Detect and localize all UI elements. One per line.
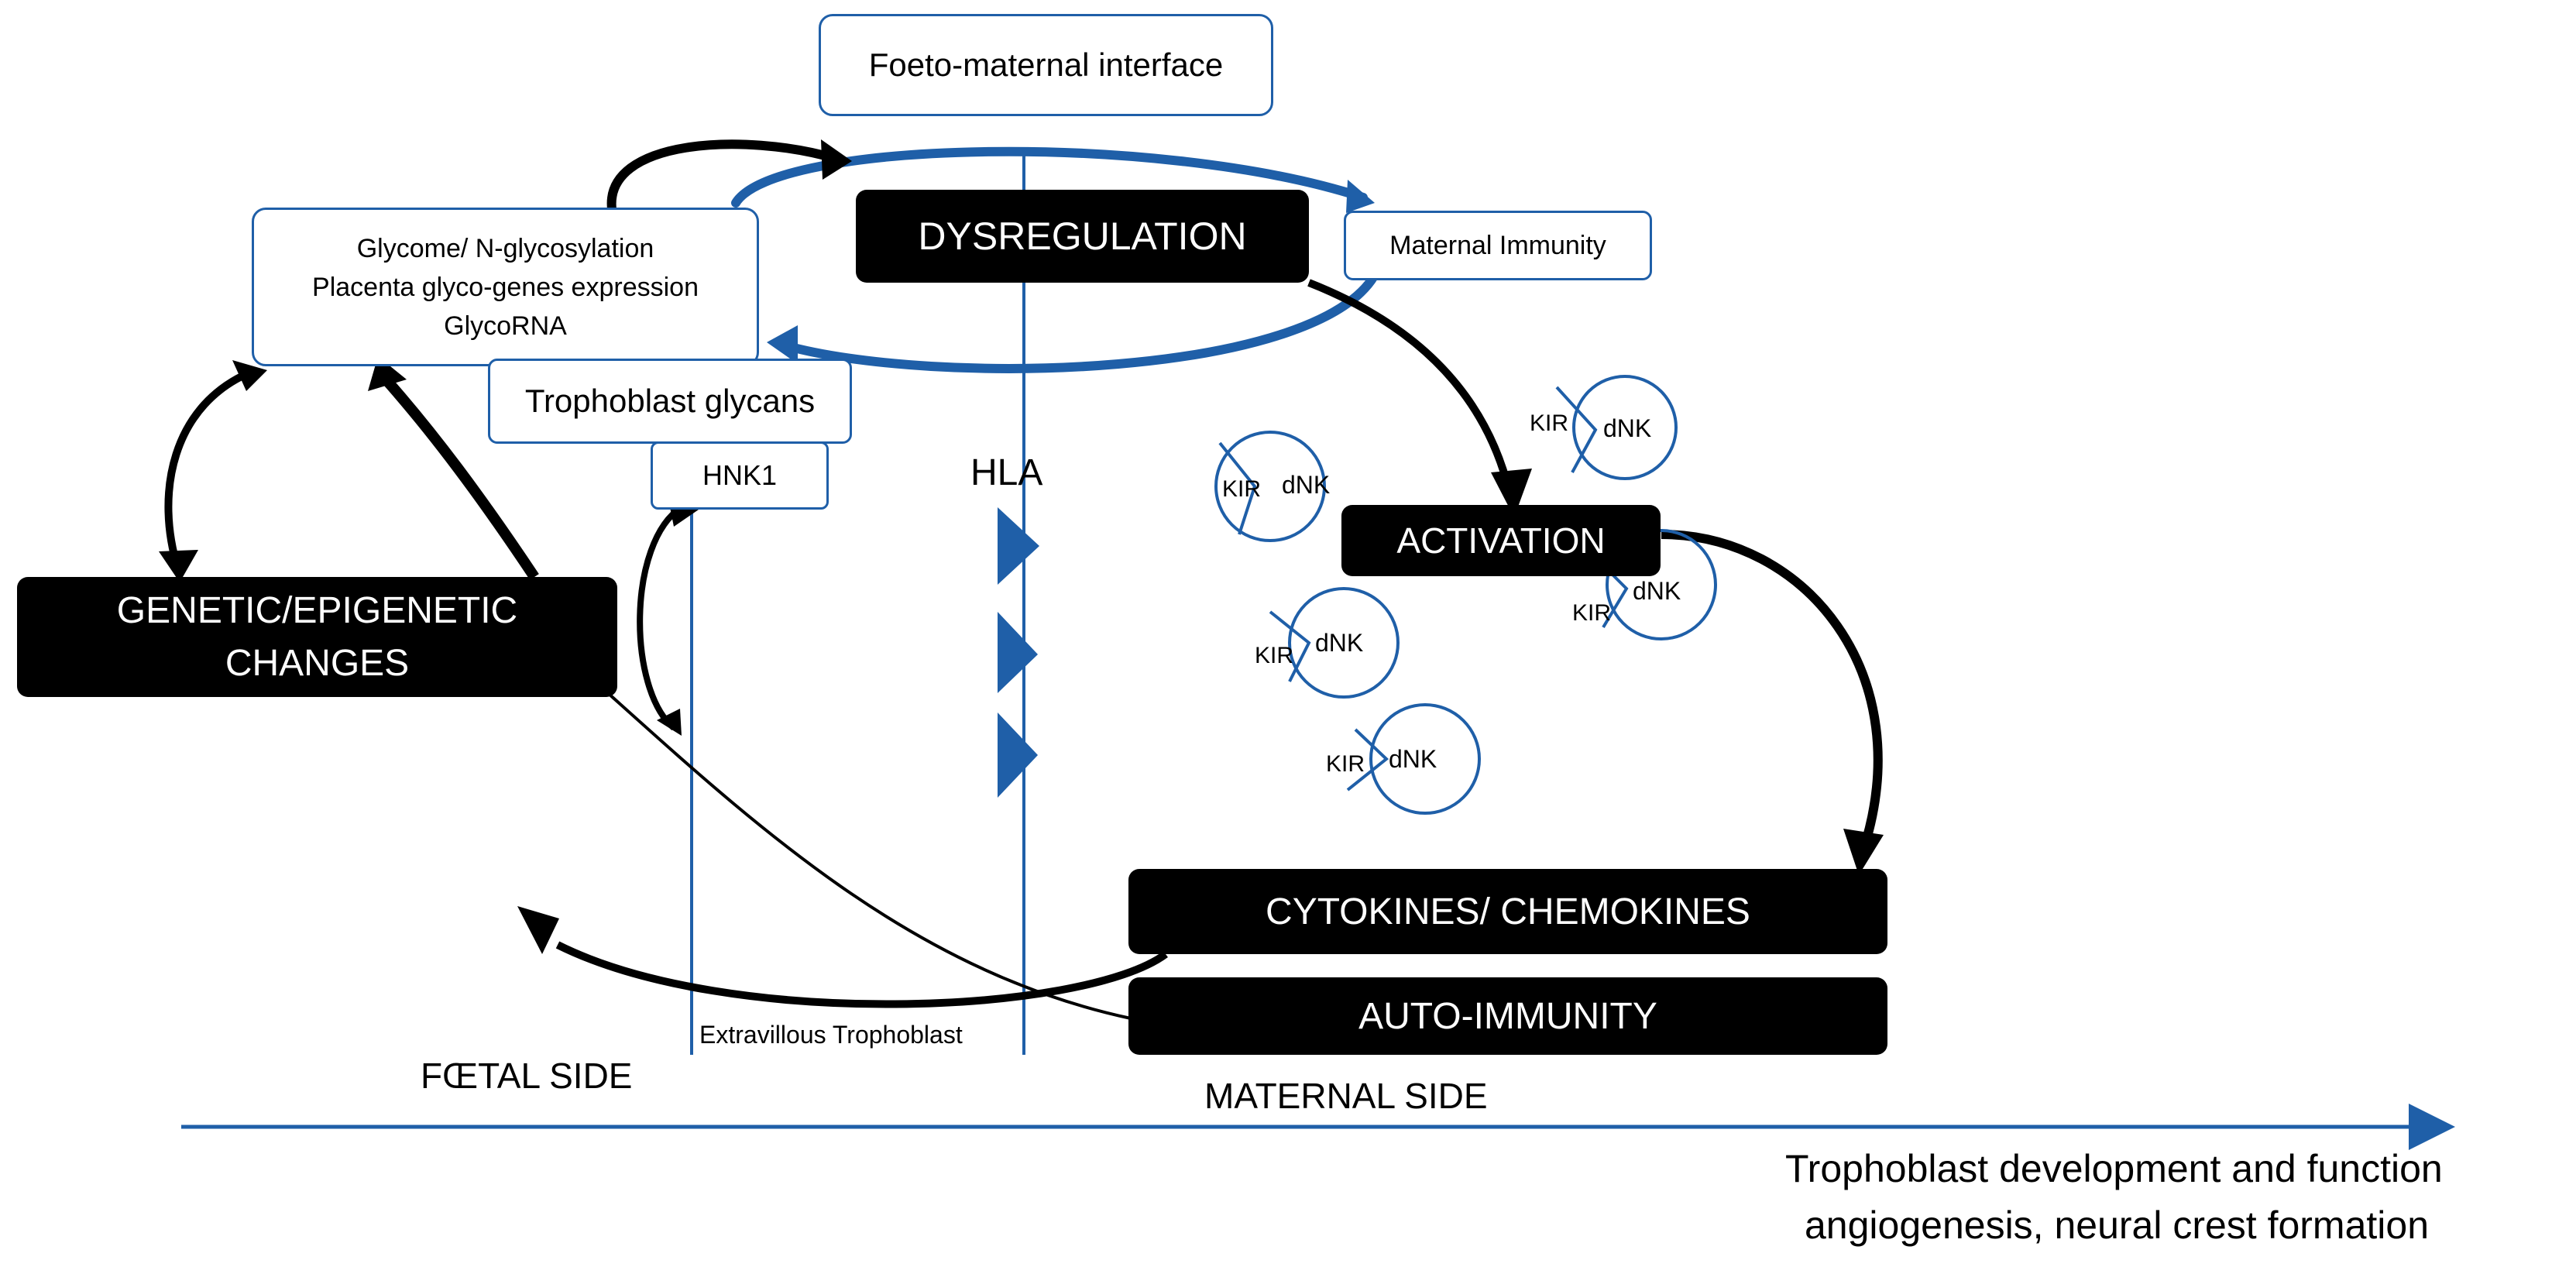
cycle-arrowhead-bottom bbox=[767, 325, 798, 364]
glycome-line-3: GlycoRNA bbox=[444, 311, 567, 341]
foeto-maternal-interface-label: Foeto-maternal interface bbox=[868, 46, 1224, 83]
dysregulation-to-activation-arrow bbox=[1307, 279, 1514, 497]
genetic-line-1: GENETIC/EPIGENETIC bbox=[116, 589, 518, 631]
foetal-side-label: FŒTAL SIDE bbox=[421, 1056, 633, 1096]
cytokines-to-foetal-arrowhead bbox=[517, 906, 559, 954]
maternal-immunity-label: Maternal Immunity bbox=[1389, 230, 1606, 260]
glyco-genetic-arrowhead-up bbox=[232, 360, 267, 391]
maternal-immunity-box: Maternal Immunity bbox=[1344, 211, 1652, 280]
activation-label: ACTIVATION bbox=[1396, 520, 1606, 561]
activation-to-cytokines-arrow bbox=[1661, 530, 1883, 853]
glyco-genetic-arrowhead-down bbox=[159, 550, 198, 582]
hla-triangle-2 bbox=[998, 612, 1038, 693]
glycome-box: Glycome/ N-glycosylation Placenta glyco-… bbox=[252, 208, 759, 366]
footer-line-2: angiogenesis, neural crest formation bbox=[1805, 1203, 2430, 1247]
dnk-label-3: dNK bbox=[1633, 577, 1681, 605]
activation-to-cytokines-arrowhead bbox=[1843, 829, 1884, 875]
kir-label-5: KIR bbox=[1326, 751, 1365, 777]
hnk1-box: HNK1 bbox=[651, 441, 829, 510]
hnk1-double-arrow bbox=[637, 504, 684, 731]
dnk-label-4: dNK bbox=[1315, 629, 1364, 657]
genetic-epigenetic-box: GENETIC/EPIGENETIC CHANGES bbox=[17, 577, 617, 697]
trophoblast-glycans-box: Trophoblast glycans bbox=[488, 359, 852, 444]
glycome-line-2: Placenta glyco-genes expression bbox=[312, 272, 699, 302]
dnk-label-5: dNK bbox=[1389, 745, 1437, 773]
hnk1-label: HNK1 bbox=[702, 459, 778, 491]
cytokines-chemokines-box: CYTOKINES/ CHEMOKINES bbox=[1128, 869, 1887, 954]
glyco-to-interface-arrow bbox=[606, 139, 838, 210]
dysregulation-to-activation-arrowhead bbox=[1491, 469, 1532, 517]
genetic-to-autoimmunity-line bbox=[606, 692, 1132, 1020]
glyco-to-interface-arrowhead bbox=[821, 139, 852, 180]
dnk-label-2: dNK bbox=[1282, 471, 1331, 499]
cycle-arrow-top bbox=[731, 146, 1368, 208]
maternal-side-label: MATERNAL SIDE bbox=[1204, 1076, 1488, 1116]
cytokines-label: CYTOKINES/ CHEMOKINES bbox=[1266, 891, 1750, 932]
hla-triangle-1 bbox=[998, 507, 1039, 585]
dnk-label-1: dNK bbox=[1603, 414, 1652, 442]
glyco-genetic-double-arrow bbox=[164, 366, 257, 571]
kir-label-2: KIR bbox=[1222, 476, 1262, 502]
kir-label-3: KIR bbox=[1572, 600, 1612, 626]
glycome-line-1: Glycome/ N-glycosylation bbox=[356, 233, 654, 263]
auto-immunity-label: AUTO-IMMUNITY bbox=[1358, 995, 1657, 1037]
hla-label: HLA bbox=[970, 452, 1043, 493]
dnk-cell-4 bbox=[1269, 587, 1400, 699]
dnk-cell-2 bbox=[1214, 431, 1326, 542]
hnk1-arrowhead-down bbox=[657, 709, 682, 736]
cycle-arrow-bottom bbox=[778, 263, 1383, 373]
genetic-to-glyco-arrow bbox=[383, 377, 539, 580]
activation-box: ACTIVATION bbox=[1341, 505, 1661, 576]
kir-label-1: KIR bbox=[1530, 410, 1569, 436]
extravillous-trophoblast-label: Extravillous Trophoblast bbox=[699, 1021, 963, 1049]
kir-label-4: KIR bbox=[1255, 643, 1294, 668]
footer-line-1: Trophoblast development and function bbox=[1785, 1147, 2443, 1190]
dysregulation-label: DYSREGULATION bbox=[918, 215, 1247, 258]
cytokines-to-foetal-arrow bbox=[555, 941, 1168, 1008]
auto-immunity-box: AUTO-IMMUNITY bbox=[1128, 977, 1887, 1055]
dnk-cell-1 bbox=[1555, 375, 1678, 480]
dysregulation-box: DYSREGULATION bbox=[856, 190, 1309, 283]
hla-triangle-3 bbox=[998, 712, 1038, 798]
cycle-arrowhead-top bbox=[1346, 180, 1375, 213]
dnk-cell-5 bbox=[1346, 703, 1481, 815]
genetic-line-2: CHANGES bbox=[225, 642, 410, 684]
trophoblast-glycans-label: Trophoblast glycans bbox=[524, 383, 816, 419]
foeto-maternal-interface-box: Foeto-maternal interface bbox=[819, 14, 1273, 116]
